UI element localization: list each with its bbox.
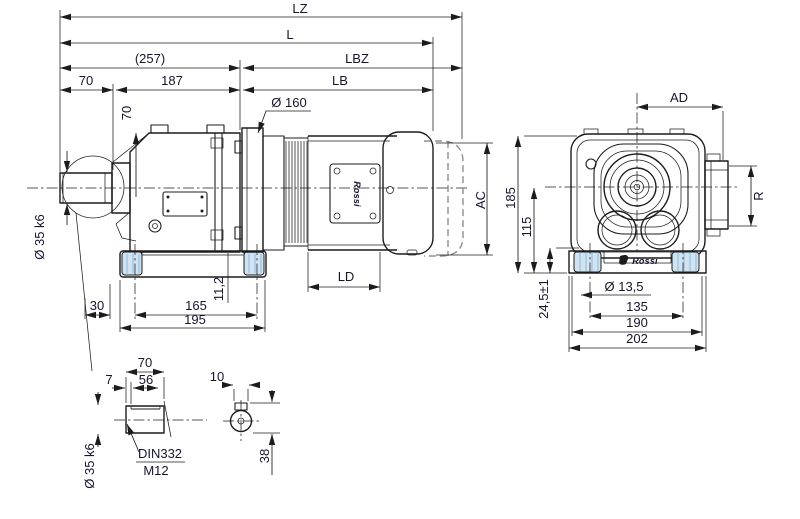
- dim-R: R: [751, 191, 766, 200]
- motor: Rossi: [234, 127, 464, 257]
- dim-11-2: 11,2: [211, 277, 226, 301]
- dim-LD: LD: [338, 269, 355, 284]
- longer-motor-option-outline: [424, 140, 464, 257]
- ld-dimension: LD: [307, 252, 381, 292]
- mounting-feet-front: [568, 243, 707, 321]
- side-top-dimensions: LZ L (257) LBZ 70 187 LB Ø 160 70: [59, 1, 463, 197]
- input-boss-right: [640, 210, 680, 250]
- oil-plug: [148, 219, 162, 233]
- dim-detail-56: 56: [139, 372, 153, 387]
- dim-115: 115: [519, 217, 534, 238]
- front-bottom-dimensions: Ø 13,5 135 190 202: [568, 276, 707, 352]
- ac-dimension: AC: [436, 142, 493, 256]
- dim-185: 185: [503, 187, 518, 209]
- housing-screw: [585, 158, 597, 170]
- output-boss-outline: [593, 143, 689, 235]
- detail-leader-line: [75, 212, 93, 372]
- rossi-logo-front: Rossi: [619, 255, 658, 266]
- dim-LB: LB: [332, 73, 348, 88]
- shaft-end-detail: 70 7 56 Ø 35 k6 DIN332 M12: [82, 355, 207, 489]
- dim-LZ: LZ: [292, 1, 307, 16]
- dim-shaft-diameter: Ø 35 k6: [32, 214, 47, 260]
- dim-24-5: 24,5±1: [536, 279, 551, 319]
- center-hole-spec: DIN332: [138, 446, 182, 461]
- dim-key-height: 38: [257, 449, 272, 463]
- shaft-diameter-dimension: Ø 35 k6: [32, 151, 71, 260]
- rossi-logo-motor: Rossi: [352, 181, 362, 207]
- dim-detail-70: 70: [138, 355, 152, 370]
- dim-LBZ: LBZ: [345, 51, 369, 66]
- side-view: Rossi LZ L (257) LBZ 70 187 LB: [27, 1, 493, 372]
- shaft-detail-body: [125, 405, 165, 434]
- dim-195: 195: [184, 312, 206, 327]
- front-left-dimensions: 185 115 24,5±1: [503, 135, 579, 319]
- dim-202: 202: [626, 331, 648, 346]
- front-housing: Rossi: [568, 128, 729, 321]
- dim-flange-diameter: Ø 160: [271, 95, 306, 110]
- motor-nameplate: [329, 163, 381, 224]
- dim-70-vertical: 70: [119, 106, 134, 120]
- mounting-feet-side: [119, 244, 267, 319]
- dim-30: 30: [90, 298, 104, 313]
- dim-L: L: [286, 27, 293, 42]
- dim-187: 187: [161, 73, 183, 88]
- side-bottom-dimensions: 30 165 195 11,2: [84, 253, 266, 332]
- terminal-block: [704, 153, 729, 237]
- dim-70-front: 70: [79, 73, 93, 88]
- dim-165: 165: [185, 298, 207, 313]
- front-top-dimensions: AD R: [637, 90, 766, 227]
- dim-190: 190: [626, 315, 648, 330]
- detail-balloon-circle: [61, 155, 125, 219]
- dim-257: (257): [135, 51, 165, 66]
- keyway: [234, 402, 248, 411]
- motor-fins: [285, 141, 308, 243]
- dim-detail-7: 7: [105, 372, 112, 387]
- output-bearing-circle: [603, 153, 671, 221]
- dim-135: 135: [626, 299, 648, 314]
- front-view: Rossi AD R 185 115 24,5±1: [503, 90, 766, 352]
- dim-key-width: 10: [210, 369, 224, 384]
- dim-AC: AC: [473, 191, 488, 209]
- motor-flange: [241, 127, 264, 253]
- gearbox-nameplate: [162, 191, 208, 217]
- gear-unit-housing: [111, 124, 241, 253]
- dim-AD: AD: [670, 90, 688, 105]
- center-hole-thread: M12: [143, 463, 168, 478]
- input-boss-left: [597, 210, 637, 250]
- rossi-logo-front-text: Rossi: [632, 256, 658, 266]
- motor-end-cap: [382, 131, 434, 255]
- dim-detail-shaft-diameter: Ø 35 k6: [82, 443, 97, 489]
- dim-foot-hole-diameter: Ø 13,5: [604, 279, 643, 294]
- key-cross-section-detail: 10 38: [210, 369, 280, 475]
- break-line: [163, 400, 172, 438]
